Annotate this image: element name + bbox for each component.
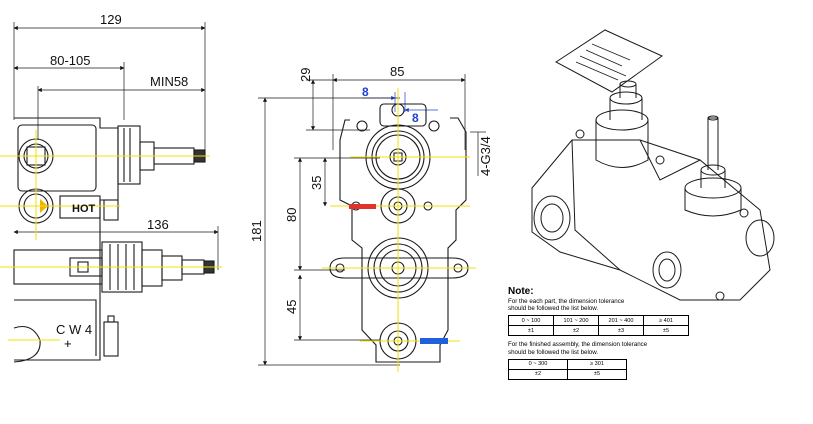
- part-tolerance-table: 0 ~ 100 101 ~ 200 201 ~ 400 ≥ 401 ±1 ±2 …: [508, 315, 689, 337]
- table-row: 0 ~ 100 101 ~ 200 201 ~ 400 ≥ 401: [508, 315, 689, 327]
- dim-width: 85: [390, 64, 404, 79]
- hot-label: HOT: [72, 203, 96, 215]
- table-cell: 201 ~ 400: [598, 315, 644, 327]
- dim-top-offset: 29: [298, 68, 313, 82]
- dim-blue-right: 8: [412, 111, 419, 125]
- dim-overall-height: 181: [249, 220, 264, 242]
- dim-min-length: MIN58: [150, 74, 188, 89]
- note-line-2: should be followed the list below.: [508, 305, 599, 313]
- table-row: ±1 ±2 ±3 ±5: [508, 325, 689, 337]
- isometric-view: [531, 29, 775, 301]
- side-view: [0, 22, 222, 363]
- table-cell: 101 ~ 200: [553, 315, 599, 327]
- table-row: ±2 ±5: [508, 368, 627, 380]
- note-line-3: For the finished assembly, the dimension…: [508, 341, 648, 349]
- table-cell: 0 ~ 300: [508, 358, 568, 370]
- table-cell: ±2: [553, 325, 599, 337]
- table-cell: ≥ 401: [643, 315, 689, 327]
- table-cell: ±5: [643, 325, 689, 337]
- assembly-tolerance-table: 0 ~ 300 ≥ 301 ±2 ±5: [508, 358, 627, 380]
- table-cell: 0 ~ 100: [508, 315, 554, 327]
- note-title: Note:: [508, 286, 534, 297]
- table-cell: ±2: [508, 368, 568, 380]
- dim-lower-stem: 136: [147, 217, 169, 232]
- note-line-1: For the each part, the dimension toleran…: [508, 298, 625, 305]
- table-cell: ±3: [598, 325, 644, 337]
- dim-upper-spacing: 35: [309, 176, 324, 190]
- cw-label: C W 4: [56, 322, 92, 337]
- front-view: [258, 74, 486, 372]
- dim-blue-left: 8: [362, 85, 369, 99]
- table-cell: ±1: [508, 325, 554, 337]
- dim-middle-spacing: 80: [284, 208, 299, 222]
- dim-thread: 4-G3/4: [478, 136, 493, 176]
- dim-lower-spacing: 45: [284, 300, 299, 314]
- note-line-4: should be followed the list below.: [508, 348, 599, 356]
- table-row: 0 ~ 300 ≥ 301: [508, 358, 627, 370]
- table-cell: ≥ 301: [567, 358, 627, 370]
- dim-mount-range: 80-105: [50, 53, 90, 68]
- plus-minus-mark: +: [64, 336, 72, 351]
- tolerance-notes: Note: For the each part, the dimension t…: [508, 286, 698, 385]
- table-cell: ±5: [567, 368, 627, 380]
- dim-overall-length: 129: [100, 12, 122, 27]
